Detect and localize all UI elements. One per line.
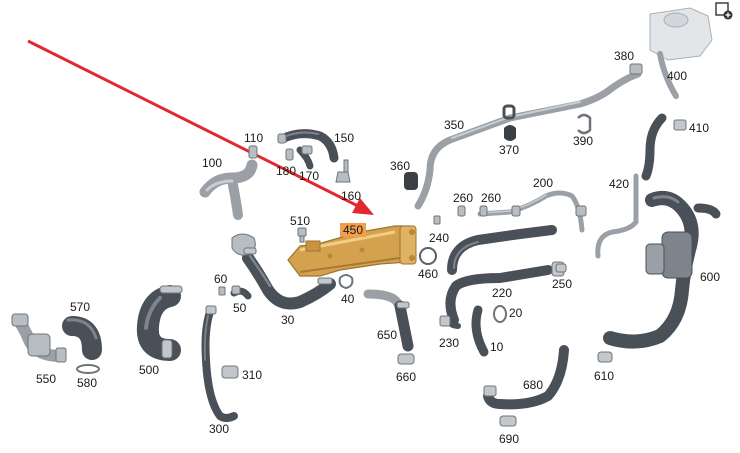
- label-360[interactable]: 360: [390, 159, 410, 173]
- label-310[interactable]: 310: [242, 368, 262, 382]
- label-150[interactable]: 150: [334, 131, 354, 145]
- part-150-graphic[interactable]: [277, 129, 339, 163]
- part-450-highlighted[interactable]: [287, 225, 417, 277]
- label-230[interactable]: 230: [439, 336, 459, 350]
- part-labels: 10 20 30 40 50 60 100 110 150 160 170 18…: [36, 49, 720, 446]
- label-300[interactable]: 300: [209, 422, 229, 436]
- part-160-graphic[interactable]: [335, 159, 351, 183]
- part-220-graphic[interactable]: [445, 225, 565, 325]
- part-500-graphic[interactable]: [136, 285, 183, 361]
- part-600-graphic[interactable]: [603, 191, 721, 349]
- part-300-graphic[interactable]: [201, 305, 238, 422]
- part-110-graphic[interactable]: [248, 145, 258, 159]
- label-50[interactable]: 50: [233, 301, 247, 315]
- part-360-graphic[interactable]: [404, 172, 418, 190]
- part-30-graphic[interactable]: [231, 233, 336, 310]
- label-680[interactable]: 680: [523, 378, 543, 392]
- part-50-graphic[interactable]: [230, 285, 252, 300]
- label-370[interactable]: 370: [499, 143, 519, 157]
- label-250[interactable]: 250: [552, 277, 572, 291]
- label-260a[interactable]: 260: [453, 191, 473, 205]
- label-690[interactable]: 690: [499, 432, 519, 446]
- part-240-graphic[interactable]: [433, 215, 441, 225]
- label-420[interactable]: 420: [609, 177, 629, 191]
- part-410-graphic[interactable]: [641, 113, 687, 181]
- label-100[interactable]: 100: [202, 156, 222, 170]
- label-240[interactable]: 240: [429, 231, 449, 245]
- pointer-arrow: [27, 39, 374, 215]
- part-370-graphic[interactable]: [504, 125, 516, 141]
- part-390-graphic[interactable]: [577, 113, 592, 135]
- label-30[interactable]: 30: [281, 313, 295, 327]
- selected-part-highlight: [340, 223, 366, 237]
- label-170[interactable]: 170: [299, 169, 319, 183]
- label-410[interactable]: 410: [689, 121, 709, 135]
- label-390[interactable]: 390: [573, 134, 593, 148]
- label-600[interactable]: 600: [700, 270, 720, 284]
- label-60[interactable]: 60: [214, 272, 228, 286]
- part-260a-graphic[interactable]: [457, 205, 466, 217]
- label-40[interactable]: 40: [341, 292, 355, 306]
- part-510-graphic[interactable]: [297, 227, 307, 243]
- label-660[interactable]: 660: [396, 370, 416, 384]
- part-550-graphic[interactable]: [11, 313, 67, 363]
- label-20[interactable]: 20: [509, 306, 523, 320]
- label-570[interactable]: 570: [70, 300, 90, 314]
- part-400-reservoir[interactable]: [649, 7, 713, 99]
- label-220[interactable]: 220: [492, 286, 512, 300]
- part-420-graphic[interactable]: [595, 173, 639, 259]
- part-350-graphic[interactable]: [414, 70, 642, 210]
- label-260b[interactable]: 260: [481, 191, 501, 205]
- part-310-graphic[interactable]: [221, 365, 239, 379]
- label-610[interactable]: 610: [594, 369, 614, 383]
- part-40-graphic[interactable]: [338, 274, 354, 290]
- label-510[interactable]: 510: [290, 214, 310, 228]
- label-110[interactable]: 110: [244, 131, 263, 145]
- part-230-graphic[interactable]: [439, 315, 461, 329]
- part-250-graphic[interactable]: [555, 263, 567, 273]
- part-200-graphic[interactable]: [477, 190, 587, 233]
- part-460-graphic[interactable]: [419, 247, 437, 265]
- part-100-graphic[interactable]: [199, 159, 258, 220]
- label-160[interactable]: 160: [341, 189, 361, 203]
- label-650[interactable]: 650: [377, 328, 397, 342]
- export-image-icon[interactable]: [714, 1, 734, 21]
- part-20-graphic[interactable]: [493, 305, 507, 323]
- label-180[interactable]: 180: [276, 164, 296, 178]
- part-660-graphic[interactable]: [397, 353, 415, 365]
- part-60-graphic[interactable]: [218, 286, 226, 296]
- part-610-graphic[interactable]: [597, 351, 613, 363]
- label-380[interactable]: 380: [614, 49, 634, 63]
- label-450[interactable]: 450: [343, 223, 363, 237]
- part-170-graphic[interactable]: [296, 145, 314, 170]
- label-460[interactable]: 460: [418, 267, 438, 281]
- label-580[interactable]: 580: [77, 376, 97, 390]
- part-180-graphic[interactable]: [285, 148, 294, 161]
- label-500[interactable]: 500: [139, 363, 159, 377]
- label-350[interactable]: 350: [444, 118, 464, 132]
- label-400[interactable]: 400: [667, 69, 687, 83]
- part-680-graphic[interactable]: [483, 345, 569, 410]
- label-10[interactable]: 10: [490, 340, 504, 354]
- part-570-graphic[interactable]: [62, 316, 102, 360]
- part-10-graphic[interactable]: [471, 305, 489, 357]
- part-380-graphic[interactable]: [629, 63, 643, 75]
- label-550[interactable]: 550: [36, 372, 56, 386]
- part-260b-graphic[interactable]: [479, 205, 488, 217]
- part-650-graphic[interactable]: [363, 289, 414, 352]
- part-690-graphic[interactable]: [499, 415, 517, 427]
- label-200[interactable]: 200: [533, 176, 553, 190]
- part-580-graphic[interactable]: [76, 364, 100, 374]
